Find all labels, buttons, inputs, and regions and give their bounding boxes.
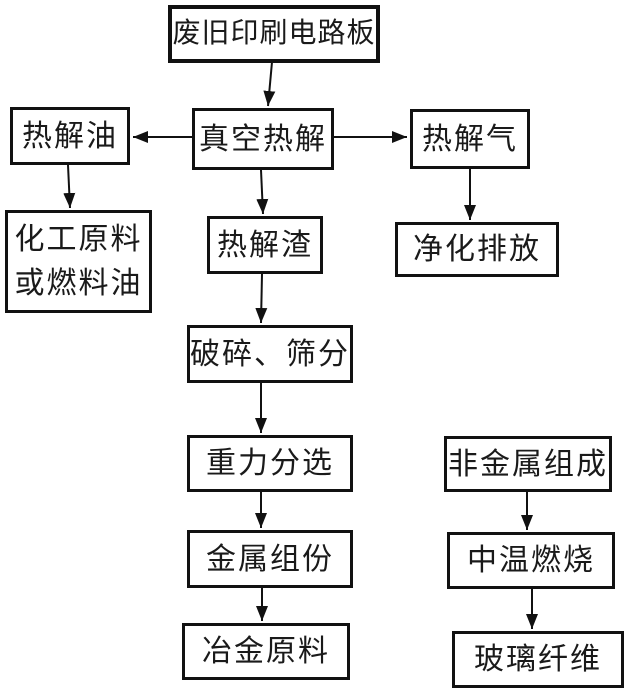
node-pyrolysis-residue-label: 热解渣 [217,228,313,262]
node-pyrolysis-residue: 热解渣 [207,216,323,274]
node-crush-screen: 破碎、筛分 [187,325,353,383]
node-chemical-fuel: 化工原料 或燃料油 [5,210,152,313]
node-purify-discharge: 净化排放 [395,222,559,277]
arrow-residue-to-crush [255,273,268,324]
node-nonmetal-composition-label: 非金属组成 [448,447,608,481]
node-metal-fraction: 金属组份 [187,530,353,588]
node-mid-temp-combustion-label: 中温燃烧 [467,544,595,577]
node-pyrolysis-gas-label: 热解气 [422,122,518,156]
node-metal-fraction-label: 金属组份 [206,542,334,576]
node-purify-discharge-label: 净化排放 [413,233,541,266]
node-chemical-fuel-line1: 化工原料 [14,223,143,256]
node-glass-fiber: 玻璃纤维 [452,631,624,688]
node-vacuum-pyrolysis: 真空热解 [192,108,334,170]
node-mid-temp-combustion: 中温燃烧 [447,532,615,589]
node-metallurgy-material-label: 冶金原料 [202,635,330,668]
node-waste-pcb-label: 废旧印刷电路板 [172,17,376,49]
node-vacuum-pyrolysis-label: 真空热解 [199,122,327,156]
node-glass-fiber-label: 玻璃纤维 [474,643,602,676]
node-gravity-separation-label: 重力分选 [206,447,334,480]
arrow-wastepcb-to-vacuum [263,61,276,107]
node-gravity-separation: 重力分选 [187,435,353,492]
node-crush-screen-label: 破碎、筛分 [190,337,350,371]
node-waste-pcb: 废旧印刷电路板 [168,5,380,63]
node-pyrolysis-oil: 热解油 [10,107,130,165]
node-chemical-fuel-line2: 或燃料油 [14,266,143,300]
arrow-vacuum-to-residue [256,169,269,215]
node-pyrolysis-oil-label: 热解油 [22,119,118,153]
node-pyrolysis-gas: 热解气 [410,109,530,169]
arrow-oil-to-chemical [63,164,76,209]
node-nonmetal-composition: 非金属组成 [444,436,612,492]
node-metallurgy-material: 冶金原料 [182,623,350,680]
